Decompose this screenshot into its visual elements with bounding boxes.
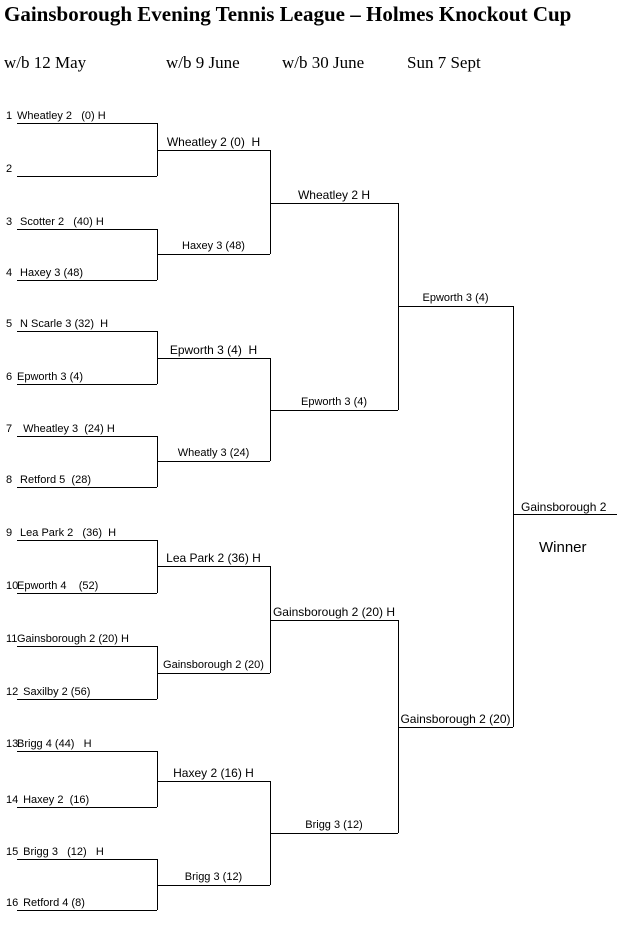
round1-seed: 7 xyxy=(6,423,13,435)
round-1-date: w/b 12 May xyxy=(4,53,87,72)
connector xyxy=(157,123,158,176)
connector xyxy=(270,358,271,461)
round1-seed: 8 xyxy=(6,474,13,486)
round1-team: Saxilby 2 (56) xyxy=(17,686,91,698)
round2-line xyxy=(157,461,270,462)
round1-seed: 9 xyxy=(6,527,13,539)
round2-line xyxy=(157,673,270,674)
connector xyxy=(157,646,158,699)
round2-line xyxy=(157,254,270,255)
round1-team: Retford 4 (8) xyxy=(17,897,85,909)
round1-line xyxy=(17,487,157,488)
round2-team: Lea Park 2 (36) H xyxy=(166,551,261,565)
round1-team: Wheatley 3 (24) H xyxy=(17,423,115,435)
connector xyxy=(270,150,271,254)
semifinal-team: Epworth 3 (4) xyxy=(422,292,489,304)
round3-team: Epworth 3 (4) xyxy=(300,396,368,408)
round1-line xyxy=(17,910,157,911)
round3-line xyxy=(270,203,398,204)
round2-line xyxy=(157,885,270,886)
round2-team: Haxey 2 (16) H xyxy=(173,766,254,780)
connector xyxy=(513,306,514,727)
connector xyxy=(157,751,158,807)
connector xyxy=(157,331,158,384)
round2-line xyxy=(157,358,270,359)
round1-seed: 2 xyxy=(6,163,13,175)
round1-team: Wheatley 2 (0) H xyxy=(17,110,106,122)
round-3-date: w/b 30 June xyxy=(282,53,365,72)
round1-line xyxy=(17,331,157,332)
round1-team: Haxey 3 (48) xyxy=(17,267,84,279)
round1-team: Scotter 2 (40) H xyxy=(17,216,104,228)
round1-seed: 1 xyxy=(6,110,13,122)
round1-seed: 4 xyxy=(6,267,13,279)
round1-line xyxy=(17,540,157,541)
semifinal-line xyxy=(398,727,513,728)
final-date: Sun 7 Sept xyxy=(407,53,481,72)
round1-team: Brigg 4 (44) H xyxy=(17,738,92,750)
round-2-date: w/b 9 June xyxy=(166,53,240,72)
connector xyxy=(270,566,271,673)
round1-line xyxy=(17,593,157,594)
round2-line xyxy=(157,566,270,567)
round2-team: Haxey 3 (48) xyxy=(182,240,245,252)
round1-team: Brigg 3 (12) H xyxy=(17,846,104,858)
round1-team: Lea Park 2 (36) H xyxy=(17,527,117,539)
round1-line xyxy=(17,384,157,385)
round1-seed: 5 xyxy=(6,318,13,330)
round2-line xyxy=(157,150,270,151)
semifinal-team: Gainsborough 2 (20) xyxy=(400,712,511,726)
round1-team: Haxey 2 (16) xyxy=(17,794,90,806)
round2-team: Wheatly 3 (24) xyxy=(177,447,250,459)
connector xyxy=(398,620,399,833)
round1-seed: 10 xyxy=(6,580,19,592)
round3-line xyxy=(270,833,398,834)
round1-team: Retford 5 (28) xyxy=(17,474,91,486)
round3-team: Gainsborough 2 (20) H xyxy=(272,605,396,619)
round1-line xyxy=(17,229,157,230)
round1-line xyxy=(17,807,157,808)
round3-line xyxy=(270,620,398,621)
round1-line xyxy=(17,123,157,124)
round1-seed: 3 xyxy=(6,216,13,228)
round1-seed: 11 xyxy=(6,633,18,645)
round1-seed: 16 xyxy=(6,897,19,909)
round2-team: Epworth 3 (4) H xyxy=(169,343,258,357)
round2-team: Wheatley 2 (0) H xyxy=(166,135,261,149)
round1-line xyxy=(17,280,157,281)
round1-line xyxy=(17,699,157,700)
round2-team: Brigg 3 (12) xyxy=(184,871,243,883)
round3-team: Brigg 3 (12) xyxy=(305,819,363,831)
semifinal-line xyxy=(398,306,513,307)
round1-seed: 6 xyxy=(6,371,13,383)
round1-team: Epworth 4 (52) xyxy=(17,580,99,592)
round1-team: Gainsborough 2 (20) H xyxy=(17,633,129,645)
round1-team: Epworth 3 (4) xyxy=(17,371,84,383)
round1-seed: 13 xyxy=(6,738,19,750)
round1-line xyxy=(17,859,157,860)
final-winner: Gainsborough 2 xyxy=(521,500,607,514)
round3-team: Wheatley 2 H xyxy=(297,188,371,202)
page-title: Gainsborough Evening Tennis League – Hol… xyxy=(4,2,572,26)
round1-seed: 14 xyxy=(6,794,19,806)
round2-team: Gainsborough 2 (20) xyxy=(163,659,264,671)
round1-line xyxy=(17,646,157,647)
round1-line xyxy=(17,751,157,752)
round1-line xyxy=(17,436,157,437)
final-line xyxy=(513,514,617,515)
round1-seed: 15 xyxy=(6,846,19,858)
round2-line xyxy=(157,781,270,782)
connector xyxy=(157,859,158,910)
winner-label: Winner xyxy=(539,539,587,556)
round3-line xyxy=(270,410,398,411)
round1-line xyxy=(17,176,157,177)
round1-team: N Scarle 3 (32) H xyxy=(17,318,109,330)
round1-seed: 12 xyxy=(6,686,19,698)
